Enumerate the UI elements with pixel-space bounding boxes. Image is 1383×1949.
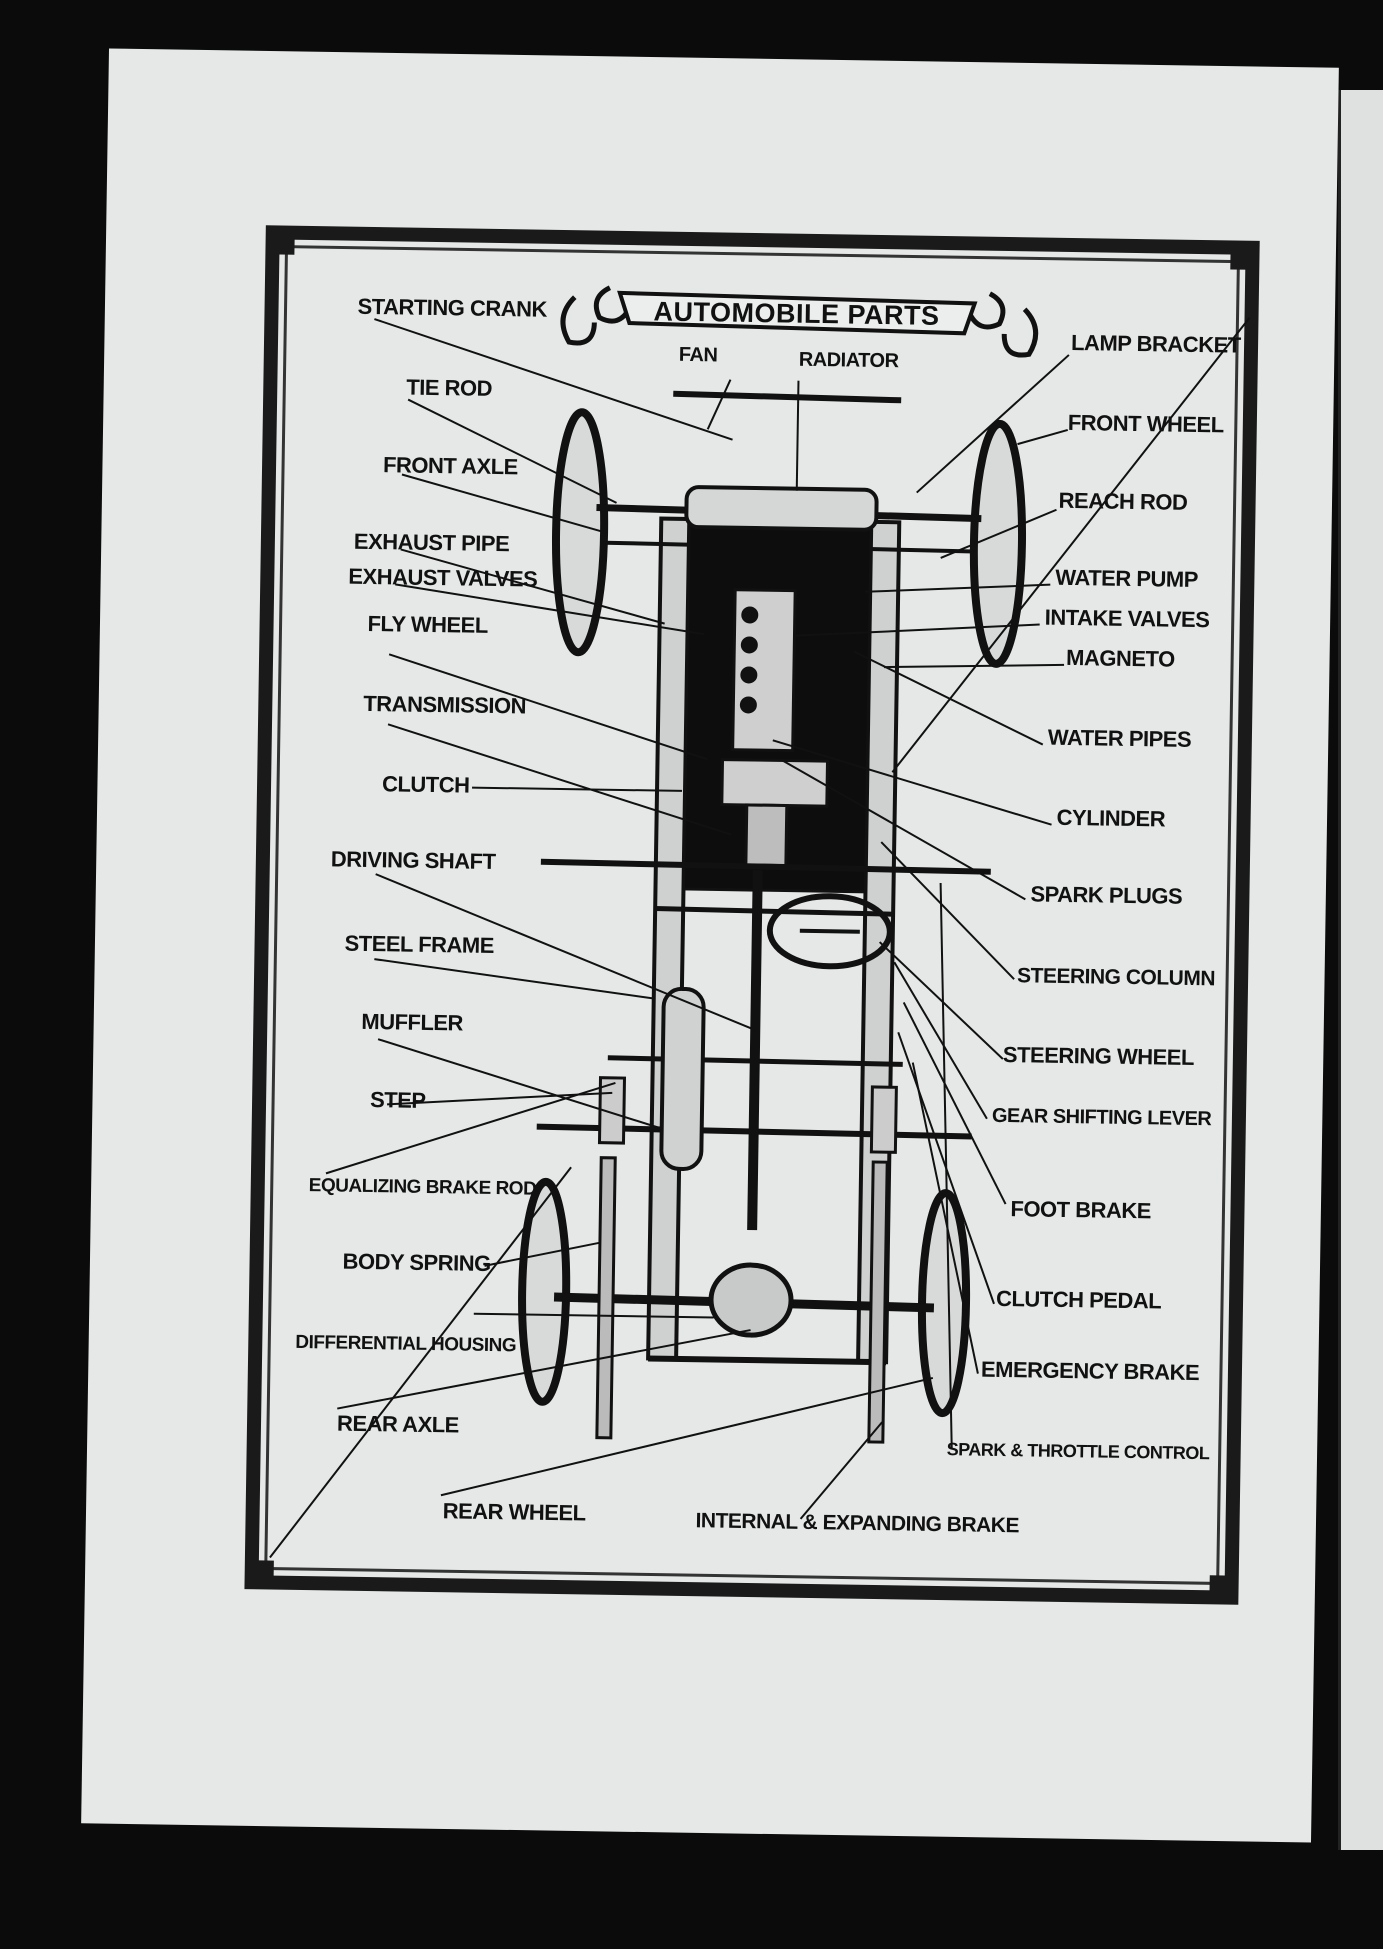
label-steering-wheel: STEERING WHEEL	[1003, 1042, 1194, 1070]
label-equalizing-brake-rod: EQUALIZING BRAKE ROD	[309, 1175, 537, 1200]
label-foot-brake: FOOT BRAKE	[1010, 1196, 1151, 1223]
frame-corner	[272, 232, 295, 255]
outer-frame	[244, 225, 1260, 1605]
label-starting-crank: STARTING CRANK	[357, 294, 547, 322]
labels-right: LAMP BRACKET FRONT WHEEL REACH ROD WATER…	[947, 330, 1242, 1463]
differential-shape	[708, 1262, 794, 1338]
label-front-wheel: FRONT WHEEL	[1068, 410, 1224, 437]
label-fly-wheel: FLY WHEEL	[367, 611, 488, 638]
label-tie-rod: TIE ROD	[406, 375, 492, 401]
label-muffler: MUFFLER	[361, 1009, 464, 1036]
label-exhaust-pipe: EXHAUST PIPE	[354, 529, 510, 556]
rear-left-wheel	[518, 1177, 571, 1406]
driving-shaft-shape	[747, 870, 763, 1231]
label-clutch-pedal: CLUTCH PEDAL	[996, 1286, 1162, 1314]
inner-frame	[264, 245, 1240, 1585]
label-transmission: TRANSMISSION	[363, 691, 526, 719]
transmission-case	[720, 758, 830, 808]
label-internal-expanding-brake: INTERNAL & EXPANDING BRAKE	[695, 1509, 1019, 1537]
label-lamp-bracket: LAMP BRACKET	[1071, 330, 1242, 358]
label-clutch: CLUTCH	[382, 771, 470, 797]
adjacent-page-edge	[1338, 90, 1383, 1850]
leader-lines	[269, 317, 1251, 1559]
labels-left: STARTING CRANK TIE ROD FRONT AXLE EXHAUS…	[295, 294, 548, 1438]
label-driving-shaft: DRIVING SHAFT	[331, 846, 497, 874]
label-steel-frame: STEEL FRAME	[344, 931, 494, 958]
label-intake-valves: INTAKE VALVES	[1045, 605, 1210, 633]
label-reach-rod: REACH ROD	[1058, 488, 1187, 515]
label-spark-plugs: SPARK PLUGS	[1030, 881, 1182, 908]
label-water-pipes: WATER PIPES	[1048, 725, 1192, 752]
label-steering-column: STEERING COLUMN	[1017, 964, 1215, 990]
muffler-shape	[659, 986, 706, 1171]
label-water-pump: WATER PUMP	[1055, 565, 1198, 592]
label-front-axle: FRONT AXLE	[383, 452, 518, 479]
title-cartouche: AUTOMOBILE PARTS	[560, 285, 1039, 358]
label-emergency-brake: EMERGENCY BRAKE	[981, 1357, 1200, 1385]
label-spark-throttle-control: SPARK & THROTTLE CONTROL	[947, 1439, 1210, 1463]
label-exhaust-valves: EXHAUST VALVES	[348, 564, 537, 592]
radiator-shape	[684, 485, 879, 532]
label-radiator: RADIATOR	[799, 349, 900, 373]
steering-wheel-shape	[766, 893, 893, 970]
label-differential-housing: DIFFERENTIAL HOUSING	[295, 1332, 516, 1356]
label-magneto: MAGNETO	[1066, 645, 1175, 672]
label-cylinder: CYLINDER	[1056, 805, 1165, 832]
label-body-spring: BODY SPRING	[342, 1249, 490, 1276]
label-fan: FAN	[679, 344, 718, 367]
frame-corner	[1209, 1575, 1232, 1598]
rear-right-wheel	[917, 1189, 971, 1418]
left-frame-rail	[646, 516, 692, 1361]
frame-corner	[1230, 247, 1253, 270]
diagram-title: AUTOMOBILE PARTS	[653, 296, 939, 330]
label-gear-shifting-lever: GEAR SHIFTING LEVER	[992, 1105, 1213, 1130]
label-rear-wheel: REAR WHEEL	[442, 1498, 585, 1525]
label-step: STEP	[370, 1087, 426, 1113]
label-rear-axle: REAR AXLE	[337, 1411, 459, 1438]
frame-corner	[251, 1560, 274, 1583]
